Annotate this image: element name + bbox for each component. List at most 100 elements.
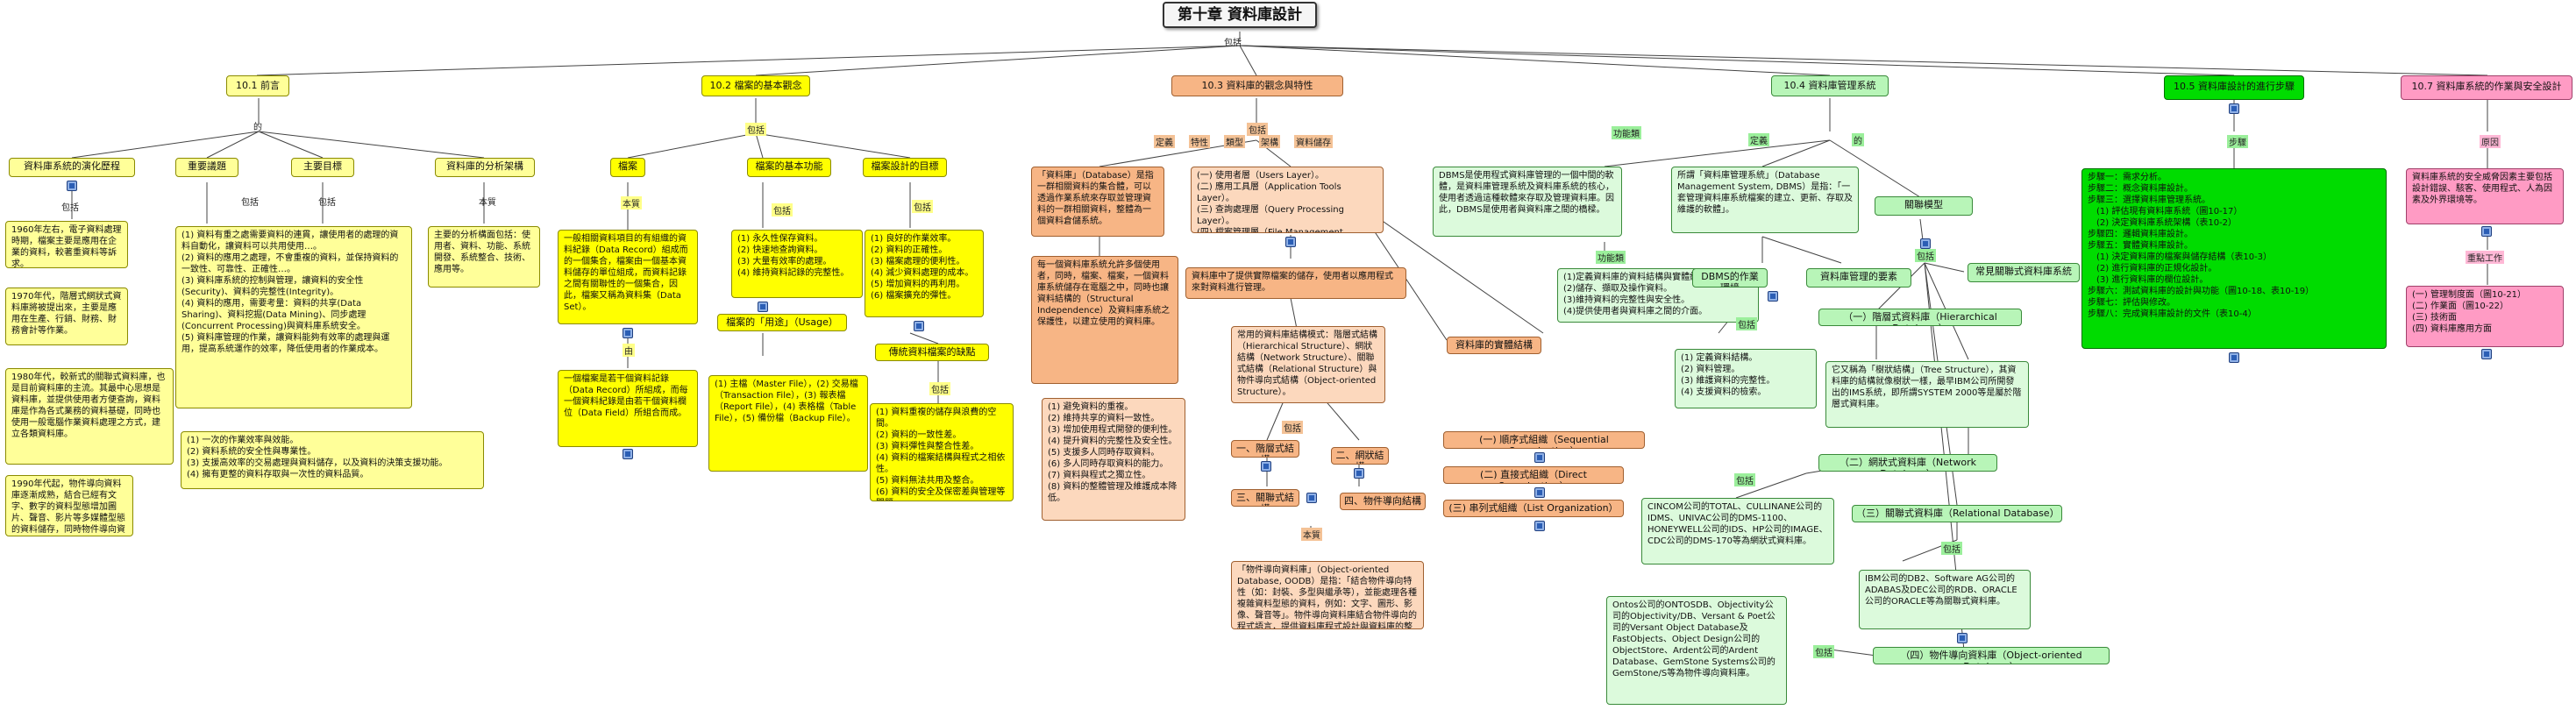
rel-include-b2d: 包括	[929, 382, 950, 395]
node-link-icon[interactable]	[67, 181, 77, 191]
rel-include-b4e: 包括	[1813, 645, 1834, 658]
branch-10-1-heading[interactable]: 10.1 前言	[226, 75, 289, 96]
file-record-composition: 一個檔案是若干個資料記錄（Data Record）所組成，而每一個資料紀錄是由若…	[558, 370, 698, 447]
rel-include-b4d: 包括	[1941, 542, 1962, 555]
concept-key-issues[interactable]: 重要議題	[175, 158, 238, 177]
model-hierarchical[interactable]: 一、階層式結構	[1231, 440, 1299, 458]
node-link-icon[interactable]	[1354, 468, 1364, 479]
branch-10-3-heading[interactable]: 10.3 資料庫的觀念與特性	[1171, 75, 1343, 96]
db-type-relational[interactable]: （三）關聯式資料庫（Relational Database）	[1852, 505, 2062, 522]
rel-include-b2: 包括	[745, 123, 766, 136]
rel-include-b4b: 包括	[1736, 317, 1757, 330]
node-link-icon[interactable]	[914, 321, 924, 331]
model-relational[interactable]: 三、關聯式結構	[1231, 489, 1299, 507]
node-link-icon[interactable]	[758, 302, 768, 312]
concept-db-evolution[interactable]: 資料庫系統的演化歷程	[9, 158, 135, 177]
file-design-goals-list: (1) 良好的作業效率。 (2) 資料的正確性。 (3) 檔案處理的便利性。 (…	[865, 230, 984, 317]
rel-nature-b3: 本質	[1301, 528, 1322, 541]
node-link-icon[interactable]	[1285, 237, 1296, 247]
node-link-icon[interactable]	[623, 449, 633, 459]
model-object-oriented[interactable]: 四、物件導向結構	[1340, 493, 1426, 510]
concept-main-goals[interactable]: 主要目標	[291, 158, 354, 177]
branch-10-5-heading[interactable]: 10.5 資料庫設計的進行步驟	[2164, 75, 2304, 100]
node-link-icon[interactable]	[1306, 493, 1317, 503]
db-type-object-oriented[interactable]: （四）物件導向資料庫（Object-oriented Database）	[1873, 647, 2110, 664]
rel-include-b4c: 包括	[1734, 473, 1755, 486]
dbms-formal-definition: 所謂「資料庫管理系統」（Database Management System, …	[1671, 167, 1859, 233]
db-type-network[interactable]: （二）網狀式資料庫（Network Database）	[1818, 454, 1997, 472]
db-type-hierarchical[interactable]: （一）階層式資料庫（Hierarchical Database）	[1818, 309, 2022, 326]
db-structure-models: 常用的資料庫結構模式：階層式結構（Hierarchical Structure）…	[1231, 326, 1385, 403]
oodb-definition: 「物件導向資料庫」（Object-oriented Database, OODB…	[1231, 561, 1424, 629]
concept-file-design-goals[interactable]: 檔案設計的目標	[863, 158, 947, 177]
rel-include-b2c: 包括	[912, 200, 933, 213]
security-focus-works: (一) 管理制度面（圖10-21） (二) 作業面（圖10-22） (三) 技術…	[2406, 286, 2564, 347]
storage-heading[interactable]: 資料庫的實體結構	[1447, 337, 1541, 354]
node-link-icon[interactable]	[623, 328, 633, 338]
evolution-1960s: 1960年左右，電子資料處理時期，檔案主要是應用在企業的資料，較著重資料等訴求。	[5, 221, 128, 268]
rel-of-b1: 的	[253, 123, 262, 132]
evolution-1990s: 1990年代起，物件導向資料庫逐漸成熟，結合已經有文字、數字的資料型態增加圖片、…	[5, 475, 133, 536]
node-link-icon[interactable]	[1957, 633, 1968, 643]
file-usage-list: (1) 主檔（Master File），(2) 交易檔（Transaction …	[708, 375, 868, 472]
concept-dbms-environment[interactable]: DBMS的作業環境	[1692, 268, 1768, 288]
node-link-icon[interactable]	[1534, 487, 1545, 498]
concept-analysis-framework[interactable]: 資料庫的分析架構	[435, 158, 535, 177]
relational-db-description: IBM公司的DB2、Software AG公司的ADABAS及DEC公司的RDB…	[1859, 570, 2031, 629]
rel-of-b4: 的	[1852, 133, 1864, 146]
concept-relational-model[interactable]: 關聯模型	[1875, 196, 1973, 216]
node-link-icon[interactable]	[1534, 452, 1545, 463]
evolution-1980s: 1980年代，較新式的關聯式資料庫，也是目前資料庫的主流。其最中心思想是資料庫，…	[5, 368, 174, 465]
issues-list: (1) 資料有重之處需要資料的連貫，讓使用者的處理的資料自動化，讓資料可以共用使…	[175, 226, 412, 408]
branch-10-4-heading[interactable]: 10.4 資料庫管理系統	[1771, 75, 1889, 96]
rel-nature-b2: 本質	[621, 196, 642, 209]
storage-list[interactable]: (三) 串列式組織（List Organization）	[1443, 500, 1624, 517]
hierarchical-db-description: 它又稱為「樹狀結構」（Tree Structure），其資料庫的結構就像樹狀一樣…	[1825, 361, 2029, 428]
node-link-icon[interactable]	[2229, 103, 2239, 114]
node-link-icon[interactable]	[1261, 461, 1271, 472]
map-title: 第十章 資料庫設計	[1163, 2, 1317, 28]
tag-storage: 資料儲存	[1294, 135, 1333, 148]
rel-include-b1a: 包括	[61, 203, 79, 213]
branch-10-7-heading[interactable]: 10.7 資料庫系統的作業與安全設計	[2401, 75, 2572, 100]
concept-file-usage[interactable]: 檔案的「用途」（Usage）	[717, 314, 847, 331]
concept-db-management-elements[interactable]: 資料庫管理的要素	[1806, 268, 1911, 288]
db-system-description: 每一個資料庫系統允許多個使用者，同時，檔案、檔案，一個資料庫系統儲存在電腦之中，…	[1031, 256, 1178, 384]
tag-features: 特性	[1189, 135, 1210, 148]
rel-nature-b1: 本質	[479, 198, 496, 208]
branch-10-2-heading[interactable]: 10.2 檔案的基本觀念	[701, 75, 810, 96]
concept-traditional-file-issues[interactable]: 傳統資料檔案的缺點	[875, 344, 989, 361]
rel-include-root: 包括	[1224, 39, 1242, 48]
rel-include-b3b: 包括	[1282, 421, 1303, 434]
node-link-icon[interactable]	[2481, 226, 2492, 237]
design-steps-list: 步驟一：需求分析。 步驟二：概念資料庫設計。 步驟三：選擇資料庫管理系統。 (1…	[2081, 168, 2387, 349]
storage-direct[interactable]: (二) 直接式組織（Direct Organization）	[1443, 466, 1624, 484]
rel-func-b4: 功能類	[1596, 251, 1626, 264]
concept-file[interactable]: 檔案	[610, 158, 645, 177]
tag-nature: 定義	[1154, 135, 1175, 148]
security-threats: 資料庫系統的安全威脅因素主要包括設計錯誤、駭客、使用程式、人為因素及外界環境等。	[2406, 168, 2564, 224]
tag-def-b4: 定義	[1748, 133, 1769, 146]
goals-list: (1) 一次的作業效率與效能。 (2) 資料系統的安全性與專業性。 (3) 支援…	[181, 431, 484, 489]
tag-focus: 重點工作	[2466, 251, 2504, 264]
storage-sequential[interactable]: (一) 順序式組織（Sequential Organization）	[1443, 431, 1645, 449]
node-link-icon[interactable]	[1534, 521, 1545, 531]
rel-include-b3: 包括	[1247, 123, 1268, 136]
file-functions-list: (1) 永久性保存資料。 (2) 快速地查詢資料。 (3) 大量有效率的處理。 …	[731, 230, 863, 298]
file-definition: 一般相關資料項目的有組織的資料紀錄（Data Record）組成而的一個集合，檔…	[558, 230, 698, 324]
rel-by-b2: 由	[623, 344, 635, 357]
concept-relational-db-systems[interactable]: 常見關聯式資料庫系統	[1968, 263, 2080, 282]
dbms-task-list: (1) 定義資料結構。 (2) 資料管理。 (3) 維護資料的完整性。 (4) …	[1675, 349, 1817, 408]
node-link-icon[interactable]	[1768, 291, 1778, 302]
tag-structure: 架構	[1259, 135, 1280, 148]
node-link-icon[interactable]	[2229, 352, 2239, 363]
traditional-file-issues-list: (1) 資料重複的儲存與浪費的空間。 (2) 資料的一致性差。 (3) 資料彈性…	[870, 403, 1014, 501]
dbms-middleware-definition: DBMS是使用程式資料庫管理的一個中間的軟體，是資料庫管理系統及資料庫系統的核心…	[1433, 167, 1622, 237]
model-network[interactable]: 二、網狀結構	[1331, 447, 1389, 465]
node-link-icon[interactable]	[1920, 238, 1931, 249]
concept-file-functions[interactable]: 檔案的基本功能	[747, 158, 831, 177]
rel-include-b4: 包括	[1915, 249, 1936, 262]
db-storage-provision: 資料庫中了提供實際檔案的儲存，使用者以應用程式來對資料進行管理。	[1185, 267, 1406, 299]
rel-include-b1c: 包括	[318, 198, 336, 208]
node-link-icon[interactable]	[2481, 349, 2492, 359]
